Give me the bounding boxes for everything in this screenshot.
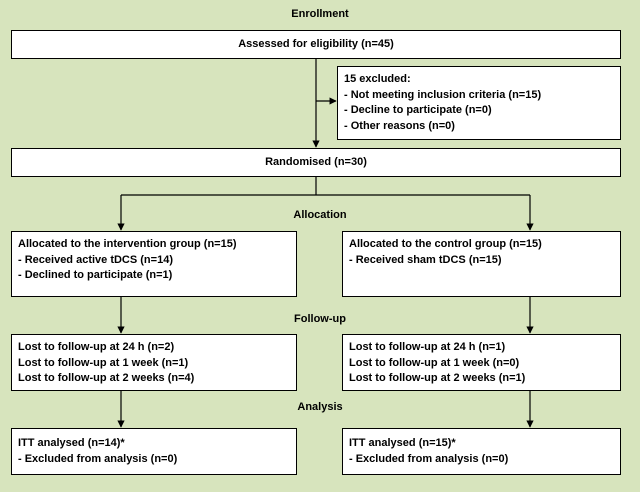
intervention-analysis-item: - Excluded from analysis (n=0) [18,452,178,465]
phase-followup: Follow-up [294,313,346,325]
excluded-item: - Decline to participate (n=0) [344,104,492,116]
randomised-box: Randomised (n=30) [11,148,621,177]
intervention-allocation-title: Allocated to the intervention group (n=1… [18,238,237,250]
intervention-analysis-title: ITT analysed (n=14)* [18,437,125,449]
phase-enrollment: Enrollment [291,8,349,20]
excluded-item: - Not meeting inclusion criteria (n=15) [344,88,542,101]
intervention-allocation-box: Allocated to the intervention group (n=1… [11,231,297,297]
assessed-text: Assessed for eligibility (n=45) [238,38,394,50]
control-analysis-item: - Excluded from analysis (n=0) [349,452,509,465]
control-followup-item: Lost to follow-up at 2 weeks (n=1) [349,372,526,384]
control-allocation-item: - Received sham tDCS (n=15) [349,253,502,266]
phase-allocation: Allocation [293,209,347,221]
control-followup-item: Lost to follow-up at 1 week (n=0) [349,356,520,369]
control-analysis-title: ITT analysed (n=15)* [349,437,456,449]
control-followup-box: Lost to follow-up at 24 h (n=1) Lost to … [342,334,621,391]
excluded-box: 15 excluded: - Not meeting inclusion cri… [337,66,621,140]
control-analysis-box: ITT analysed (n=15)* - Excluded from ana… [342,428,621,475]
intervention-followup-item: Lost to follow-up at 2 weeks (n=4) [18,372,195,384]
randomised-text: Randomised (n=30) [265,156,367,168]
excluded-title: 15 excluded: [344,73,411,85]
intervention-allocation-item: - Declined to participate (n=1) [18,269,173,281]
control-allocation-title: Allocated to the control group (n=15) [349,238,542,250]
phase-analysis: Analysis [297,401,343,413]
intervention-followup-box: Lost to follow-up at 24 h (n=2) Lost to … [11,334,297,391]
intervention-analysis-box: ITT analysed (n=14)* - Excluded from ana… [11,428,297,475]
intervention-followup-item: Lost to follow-up at 1 week (n=1) [18,356,189,369]
control-followup-item: Lost to follow-up at 24 h (n=1) [349,341,506,353]
intervention-allocation-item: - Received active tDCS (n=14) [18,253,173,266]
excluded-item: - Other reasons (n=0) [344,119,455,132]
intervention-followup-item: Lost to follow-up at 24 h (n=2) [18,341,175,353]
control-allocation-box: Allocated to the control group (n=15) - … [342,231,621,297]
assessed-box: Assessed for eligibility (n=45) [11,30,621,59]
